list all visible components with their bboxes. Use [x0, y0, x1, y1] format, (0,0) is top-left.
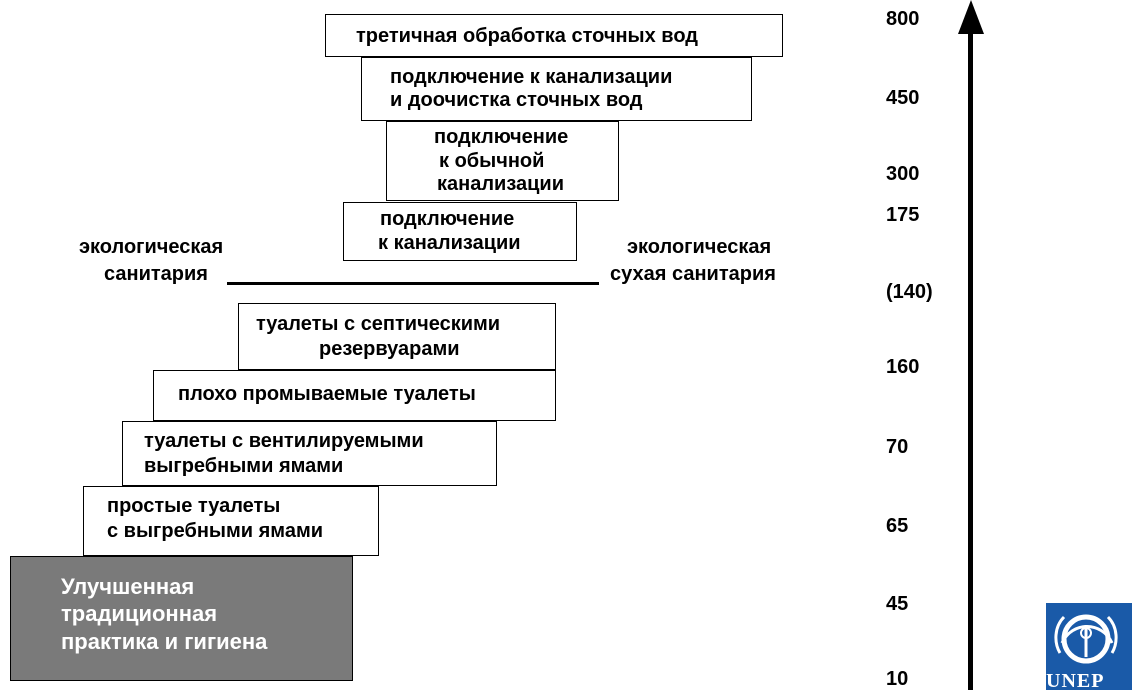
improved-traditional-label-3: практика и гигиена [61, 629, 268, 654]
cost-value: 800 [886, 8, 920, 30]
conventional-sewer-label-3: канализации [437, 173, 565, 195]
cost-value: 65 [886, 515, 909, 537]
unep-logo-text: UNEP [1046, 670, 1105, 690]
cost-value: 10 [886, 668, 909, 690]
vip-latrines-label-2: выгребными ямами [144, 455, 344, 477]
cost-value: 450 [886, 87, 920, 109]
simple-pit-latrines-label-1: простые туалеты [107, 495, 281, 517]
cost-value: 160 [886, 356, 920, 378]
arrow-up-icon [958, 0, 984, 34]
tertiary-treatment-label: третичная обработка сточных вод [356, 25, 698, 47]
sewer-connection-label-2: к канализации [378, 232, 521, 254]
septic-tank-toilets-label-2: резервуарами [319, 338, 460, 360]
septic-tank-toilets-box: туалеты с септическими резервуарами [238, 303, 556, 370]
pour-flush-toilets-label: плохо промываемые туалеты [178, 383, 476, 405]
pour-flush-toilets-box: плохо промываемые туалеты [153, 370, 556, 421]
ecological-sanitation-label-2: санитария [104, 263, 208, 285]
vip-latrines-box: туалеты с вентилируемыми выгребными ямам… [122, 421, 497, 486]
ecological-sanitation-label-1: экологическая [79, 236, 224, 258]
unep-emblem-icon [1054, 614, 1118, 664]
conventional-sewer-box: подключение к обычной канализации [386, 121, 619, 201]
cost-value: 45 [886, 593, 909, 615]
cost-value: 175 [886, 204, 920, 226]
cost-value: (140) [886, 281, 933, 303]
sewer-and-treatment-label-2: и доочистка сточных вод [390, 89, 643, 111]
unep-logo-icon: UNEP [1046, 603, 1132, 690]
cost-value: 300 [886, 163, 920, 185]
sewer-and-treatment-box: подключение к канализации и доочистка ст… [361, 57, 752, 121]
cost-value: 70 [886, 436, 909, 458]
sewer-connection-label-1: подключение [380, 208, 515, 230]
dry-sanitation-label-2: сухая санитария [610, 263, 776, 285]
divider-line [227, 282, 599, 285]
improved-traditional-label-2: традиционная [61, 601, 218, 626]
simple-pit-latrines-box: простые туалеты с выгребными ямами [83, 486, 379, 556]
septic-tank-toilets-label-1: туалеты с септическими [256, 313, 501, 335]
conventional-sewer-label-2: к обычной [439, 150, 545, 172]
dry-sanitation-label-1: экологическая [627, 236, 772, 258]
sewer-connection-box: подключение к канализации [343, 202, 577, 261]
simple-pit-latrines-label-2: с выгребными ямами [107, 520, 324, 542]
conventional-sewer-label-1: подключение [434, 126, 569, 148]
sewer-and-treatment-label-1: подключение к канализации [390, 66, 673, 88]
tertiary-treatment-box: третичная обработка сточных вод [325, 14, 783, 57]
vip-latrines-label-1: туалеты с вентилируемыми [144, 430, 424, 452]
improved-traditional-label-1: Улучшенная [61, 574, 195, 599]
improved-traditional-box: Улучшенная традиционная практика и гигие… [10, 556, 353, 681]
arrow-shaft [968, 18, 973, 690]
